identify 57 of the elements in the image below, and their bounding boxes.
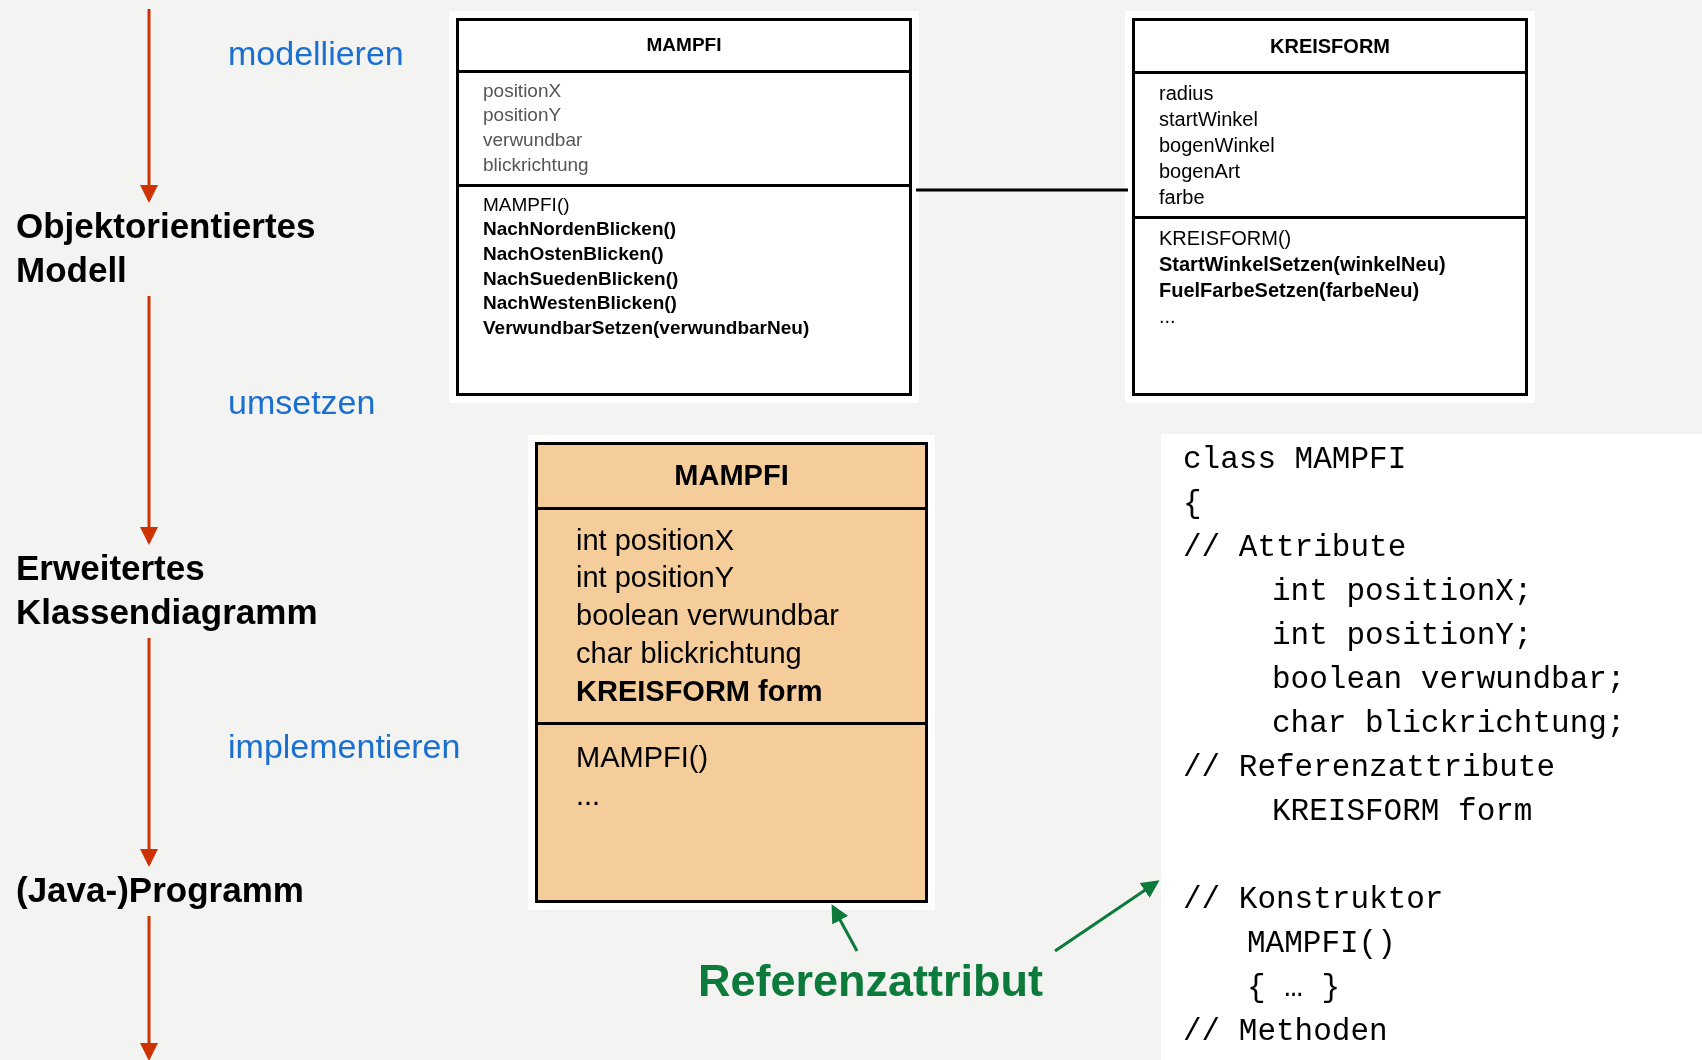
method-text: NachNordenBlicken() (483, 217, 678, 242)
code-line: MAMPFI() (1247, 926, 1396, 962)
attribute-text: blickrichtung (483, 152, 590, 177)
class-name: MAMPFI (646, 34, 722, 55)
attribute-text: startWinkel (1159, 107, 1259, 132)
arrow (140, 9, 158, 203)
attribute-text: farbe (1159, 185, 1206, 210)
stage-label: (Java-)Programm (16, 868, 336, 912)
attribute-text: int positionX (576, 522, 735, 558)
code-line: int positionX; (1272, 574, 1533, 610)
edge-label: implementieren (228, 727, 461, 766)
attribute-text: KREISFORM form (576, 673, 824, 709)
code-line: KREISFORM form (1272, 794, 1533, 830)
attribute-text: positionY (483, 103, 563, 128)
attribute-text: radius (1159, 81, 1215, 106)
method-text: ... (576, 777, 602, 813)
attribute-text: bogenWinkel (1159, 133, 1276, 158)
method-text: KREISFORM() (1159, 226, 1293, 251)
edge-label: modellieren (228, 34, 404, 73)
code-line: char blickrichtung; (1272, 706, 1626, 742)
method-text: MAMPFI() (576, 740, 710, 776)
arrow (140, 638, 158, 867)
method-text: FuelFarbeSetzen(farbeNeu) (1159, 278, 1421, 303)
code-line: { … } (1247, 970, 1340, 1006)
code-line: boolean verwundbar; (1272, 662, 1626, 698)
attribute-text: char blickrichtung (576, 635, 803, 671)
method-text: ... (1159, 304, 1177, 329)
arrow (1054, 880, 1160, 953)
code-line: int positionY; (1272, 618, 1533, 654)
method-text: NachOstenBlicken() (483, 241, 665, 266)
method-text: MAMPFI() (483, 192, 571, 217)
arrow (140, 916, 158, 1060)
method-text: NachSuedenBlicken() (483, 266, 680, 291)
arrow (140, 296, 158, 545)
edge-label: umsetzen (228, 383, 376, 422)
stage-label: Objektorientiertes Modell (16, 204, 346, 292)
code-panel (1161, 434, 1702, 1060)
attribute-text: verwundbar (483, 128, 584, 153)
code-comment: // Attribute (1183, 530, 1407, 566)
method-text: StartWinkelSetzen(winkelNeu) (1159, 252, 1447, 277)
code-comment: // Referenzattribute (1183, 750, 1556, 786)
code-comment: // Methoden (1183, 1014, 1388, 1050)
code-line: { (1183, 486, 1202, 522)
code-line: class MAMPFI (1183, 442, 1407, 478)
class-name: MAMPFI (674, 459, 789, 491)
code-comment: // Konstruktor (1183, 882, 1444, 918)
attribute-text: positionX (483, 78, 563, 103)
arrow (831, 904, 859, 952)
callout-label: Referenzattribut (698, 955, 1066, 1013)
attribute-text: int positionY (576, 560, 735, 596)
attribute-text: boolean verwundbar (576, 598, 840, 634)
method-text: NachWestenBlicken() (483, 291, 678, 316)
method-text: VerwundbarSetzen(verwundbarNeu) (483, 316, 811, 341)
association-line (916, 188, 1128, 192)
stage-label: Erweitertes Klassendiagramm (16, 546, 356, 634)
class-name: KREISFORM (1270, 35, 1390, 57)
attribute-text: bogenArt (1159, 159, 1242, 184)
